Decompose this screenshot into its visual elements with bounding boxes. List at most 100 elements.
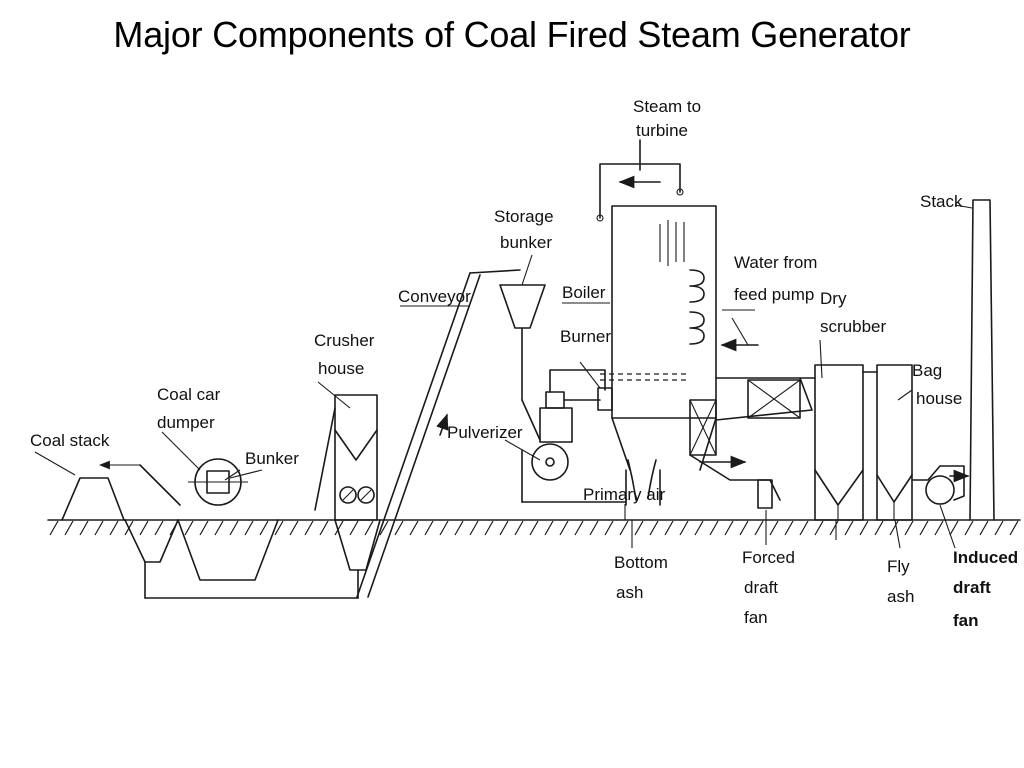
coal-stack-shape bbox=[61, 477, 125, 521]
ground-hatch bbox=[109, 520, 119, 536]
label-coal-car-dumper-1: Coal car bbox=[157, 385, 221, 404]
ground-hatch bbox=[379, 520, 389, 536]
ground-hatch bbox=[814, 520, 824, 536]
ground-hatch bbox=[709, 520, 719, 536]
ground-hatch bbox=[484, 520, 494, 536]
ground-hatch bbox=[679, 520, 689, 536]
ground-hatch bbox=[529, 520, 539, 536]
feed-water-line bbox=[720, 317, 759, 352]
ground-hatch bbox=[154, 520, 164, 536]
label-induced-draft-fan-1: Induced bbox=[953, 548, 1018, 567]
label-fly-ash-2: ash bbox=[887, 587, 914, 606]
ground-hatch bbox=[349, 520, 359, 536]
label-coal-car-dumper-2: dumper bbox=[157, 413, 215, 432]
ground-hatch bbox=[634, 520, 644, 536]
label-conveyor: Conveyor bbox=[398, 287, 471, 306]
conveyor-shape bbox=[356, 269, 521, 598]
boiler-shape bbox=[596, 139, 717, 506]
ground-hatch bbox=[424, 520, 434, 536]
label-dry-scrubber-2: scrubber bbox=[820, 317, 886, 336]
ground-hatch bbox=[79, 520, 89, 536]
label-fly-ash-1: Fly bbox=[887, 557, 910, 576]
ground-hatch bbox=[514, 520, 524, 536]
ground-hatch bbox=[979, 520, 989, 536]
ground-hatch bbox=[604, 520, 614, 536]
ground-hatch bbox=[919, 520, 929, 536]
stack-shape bbox=[969, 199, 995, 521]
label-water-from-feed-pump-2: feed pump bbox=[734, 285, 814, 304]
label-crusher-house-2: house bbox=[318, 359, 364, 378]
ground-hatch bbox=[754, 520, 764, 536]
label-bottom-ash-1: Bottom bbox=[614, 553, 668, 572]
label-dry-scrubber-1: Dry bbox=[820, 289, 847, 308]
ground-hatch bbox=[394, 520, 404, 536]
label-bottom-ash-2: ash bbox=[616, 583, 643, 602]
ground-hatch bbox=[934, 520, 944, 536]
ground-hatch bbox=[964, 520, 974, 536]
ground-hatch bbox=[724, 520, 734, 536]
ground-hatch bbox=[739, 520, 749, 536]
label-burner: Burner bbox=[560, 327, 611, 346]
ground-hatch bbox=[289, 520, 299, 536]
ground-hatch bbox=[574, 520, 584, 536]
label-crusher-house-1: Crusher bbox=[314, 331, 375, 350]
bunker-pointer bbox=[224, 469, 241, 481]
label-forced-draft-fan-1: Forced bbox=[742, 548, 795, 567]
ground-hatch bbox=[469, 520, 479, 536]
ground-hatch bbox=[184, 520, 194, 536]
label-coal-stack: Coal stack bbox=[30, 431, 110, 450]
induced-draft-fan-shape bbox=[911, 465, 970, 505]
ground-hatch bbox=[874, 520, 884, 536]
coal-car-dumper-shape bbox=[98, 458, 359, 599]
ground-hatch bbox=[799, 520, 809, 536]
ground-hatch bbox=[364, 520, 374, 536]
ground-hatch bbox=[904, 520, 914, 536]
ground-hatch bbox=[139, 520, 149, 536]
ground-hatch bbox=[859, 520, 869, 536]
leader-lines bbox=[34, 204, 973, 549]
label-induced-draft-fan-3: fan bbox=[953, 611, 979, 630]
ground-hatch bbox=[844, 520, 854, 536]
ground-hatch bbox=[889, 520, 899, 536]
ground-hatch bbox=[259, 520, 269, 536]
ground-hatch bbox=[244, 520, 254, 536]
label-water-from-feed-pump-1: Water from bbox=[734, 253, 817, 272]
ground-hatch bbox=[829, 520, 839, 536]
ground-hatch bbox=[649, 520, 659, 536]
ground-hatch bbox=[94, 520, 104, 536]
ground-hatch bbox=[589, 520, 599, 536]
ground-hatch bbox=[664, 520, 674, 536]
bag-house-shape bbox=[862, 364, 913, 521]
ground-hatch bbox=[454, 520, 464, 536]
label-forced-draft-fan-2: draft bbox=[744, 578, 778, 597]
ground-hatch bbox=[334, 520, 344, 536]
ground-hatch bbox=[49, 520, 59, 536]
label-storage-bunker-1: Storage bbox=[494, 207, 554, 226]
ground-hatch bbox=[199, 520, 209, 536]
ground-hatch bbox=[544, 520, 554, 536]
ground-hatch bbox=[64, 520, 74, 536]
label-bag-house-1: Bag bbox=[912, 361, 942, 380]
label-storage-bunker-2: bunker bbox=[500, 233, 552, 252]
ground-hatch bbox=[949, 520, 959, 536]
ground-hatch bbox=[214, 520, 224, 536]
label-steam-to-turbine-1: Steam to bbox=[633, 97, 701, 116]
label-stack: Stack bbox=[920, 192, 963, 211]
ground-hatch bbox=[784, 520, 794, 536]
label-bunker: Bunker bbox=[245, 449, 299, 468]
ground-hatch bbox=[694, 520, 704, 536]
ground-hatch bbox=[1009, 520, 1019, 536]
ground-hatch bbox=[619, 520, 629, 536]
label-induced-draft-fan-2: draft bbox=[953, 578, 991, 597]
label-primary-air: Primary air bbox=[583, 485, 666, 504]
slide-title: Major Components of Coal Fired Steam Gen… bbox=[113, 14, 911, 55]
ground-hatch bbox=[304, 520, 314, 536]
diagram-labels: Steam to turbine Storage bunker Conveyor… bbox=[30, 97, 1018, 630]
ground-hatch bbox=[439, 520, 449, 536]
ground-hatch bbox=[994, 520, 1004, 536]
ground-hatch bbox=[769, 520, 779, 536]
ground-hatch bbox=[229, 520, 239, 536]
label-forced-draft-fan-3: fan bbox=[744, 608, 768, 627]
